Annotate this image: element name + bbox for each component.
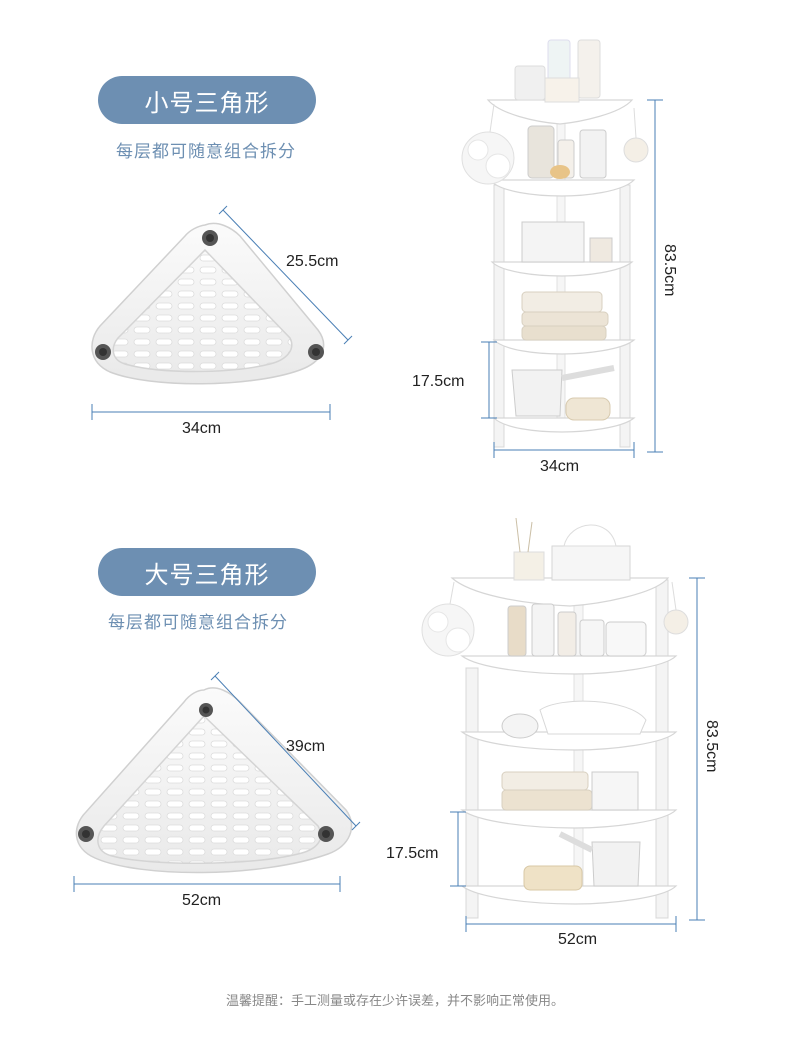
- large-rack: [421, 517, 689, 919]
- small-title: 小号三角形: [144, 88, 270, 117]
- footer-note: 温馨提醒：手工测量或存在少许误差，并不影响正常使用。: [225, 994, 564, 1009]
- small-rack-width-label: 34cm: [540, 458, 580, 475]
- small-title-badge: 小号三角形: [98, 76, 316, 124]
- small-rack-height-label: 83.5cm: [661, 244, 678, 297]
- large-tray-width-label: 52cm: [182, 892, 222, 909]
- large-subtitle: 每层都可随意组合拆分: [108, 613, 288, 633]
- large-title: 大号三角形: [144, 560, 270, 589]
- large-rack-width-label: 52cm: [558, 931, 598, 948]
- small-rack-gap-label: 17.5cm: [412, 373, 465, 390]
- large-title-badge: 大号三角形: [98, 548, 316, 596]
- small-tray-width-label: 34cm: [182, 420, 222, 437]
- large-tray-side-label: 39cm: [286, 738, 326, 755]
- large-rack-height-label: 83.5cm: [703, 720, 720, 773]
- small-rack: [461, 39, 649, 448]
- large-rack-gap-label: 17.5cm: [386, 845, 439, 862]
- small-subtitle: 每层都可随意组合拆分: [116, 142, 296, 162]
- small-tray-side-label: 25.5cm: [286, 253, 339, 270]
